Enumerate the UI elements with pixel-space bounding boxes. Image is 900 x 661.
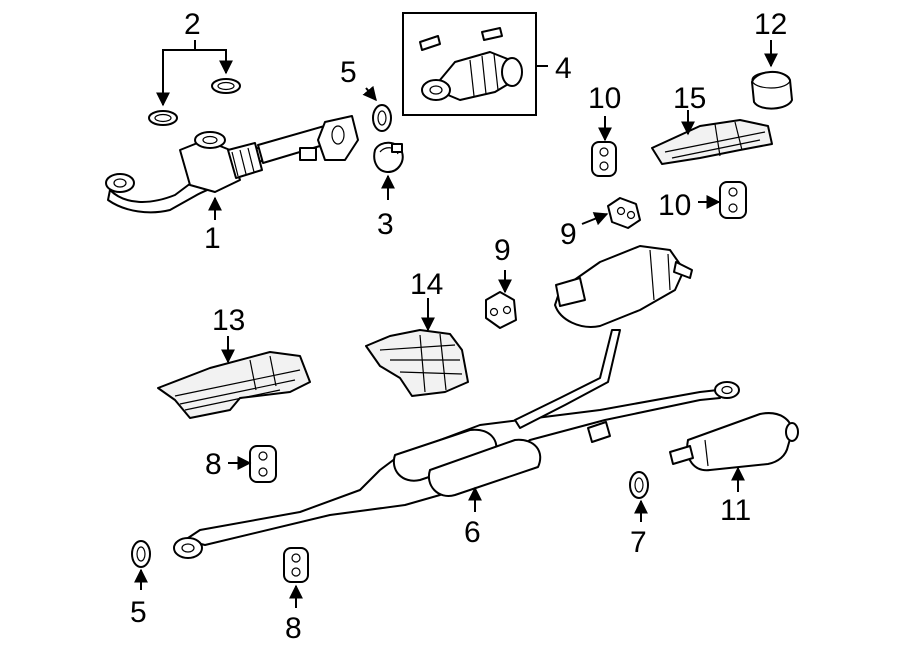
label-4: 4 [555,52,572,85]
label-9b: 9 [560,218,577,251]
hanger-10-top [591,141,617,177]
leader-2b [195,49,233,75]
front-pipe-part [105,115,359,214]
hanger-8-bottom [283,547,309,583]
label-12: 12 [754,8,787,41]
label-5b: 5 [130,596,147,629]
converter-box [402,12,537,116]
label-10a: 10 [588,82,621,115]
label-1: 1 [204,222,221,255]
heat-shield-14 [365,329,469,397]
gasket-7 [629,471,649,499]
label-5a: 5 [340,56,357,89]
rear-muffler-part [669,412,799,472]
leader-2 [156,40,196,107]
hanger-8-top [249,445,277,483]
label-7: 7 [630,526,647,559]
heat-shield-15 [651,119,773,165]
gasket-5-top [372,104,392,132]
hanger-10-right [719,181,747,219]
clamp-part [373,141,404,173]
label-14: 14 [410,268,443,301]
heat-shield-13 [157,351,311,419]
main-muffler-part [554,245,693,328]
cushion-12 [751,71,793,110]
gasket-pair [148,78,241,126]
converter-part [419,27,523,101]
center-pipe-part [173,329,740,559]
label-2: 2 [184,8,201,41]
leader-5a [362,85,377,102]
label-6: 6 [464,516,481,549]
label-13: 13 [212,304,245,337]
label-10b: 10 [658,189,691,222]
hanger-9-middle [485,291,517,329]
label-3: 3 [377,208,394,241]
label-8a: 8 [205,448,222,481]
hanger-9-right [607,197,641,229]
label-8b: 8 [285,612,302,645]
leader-9b [581,212,609,226]
gasket-5-bottom [131,540,151,568]
label-11: 11 [720,494,751,527]
label-15: 15 [673,82,706,115]
label-9a: 9 [494,234,511,267]
